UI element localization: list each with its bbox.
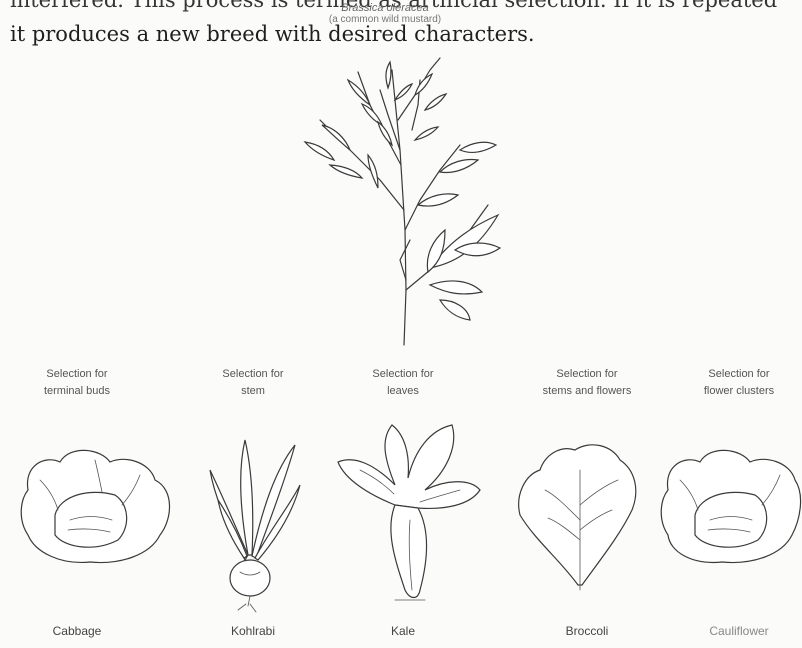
wild-mustard-plant xyxy=(305,58,500,345)
vegetable-name-kale: Kale xyxy=(338,624,468,638)
cabbage-drawing xyxy=(21,450,169,562)
vegetable-name-kohlrabi: Kohlrabi xyxy=(188,624,318,638)
vegetable-name-cauliflower: Cauliflower xyxy=(674,624,802,638)
vegetable-name-cabbage: Cabbage xyxy=(12,624,142,638)
broccoli-drawing xyxy=(519,445,636,590)
cauliflower-drawing xyxy=(661,450,800,562)
vegetable-name-broccoli: Broccoli xyxy=(522,624,652,638)
kohlrabi-drawing xyxy=(210,440,300,612)
kale-drawing xyxy=(338,425,480,600)
